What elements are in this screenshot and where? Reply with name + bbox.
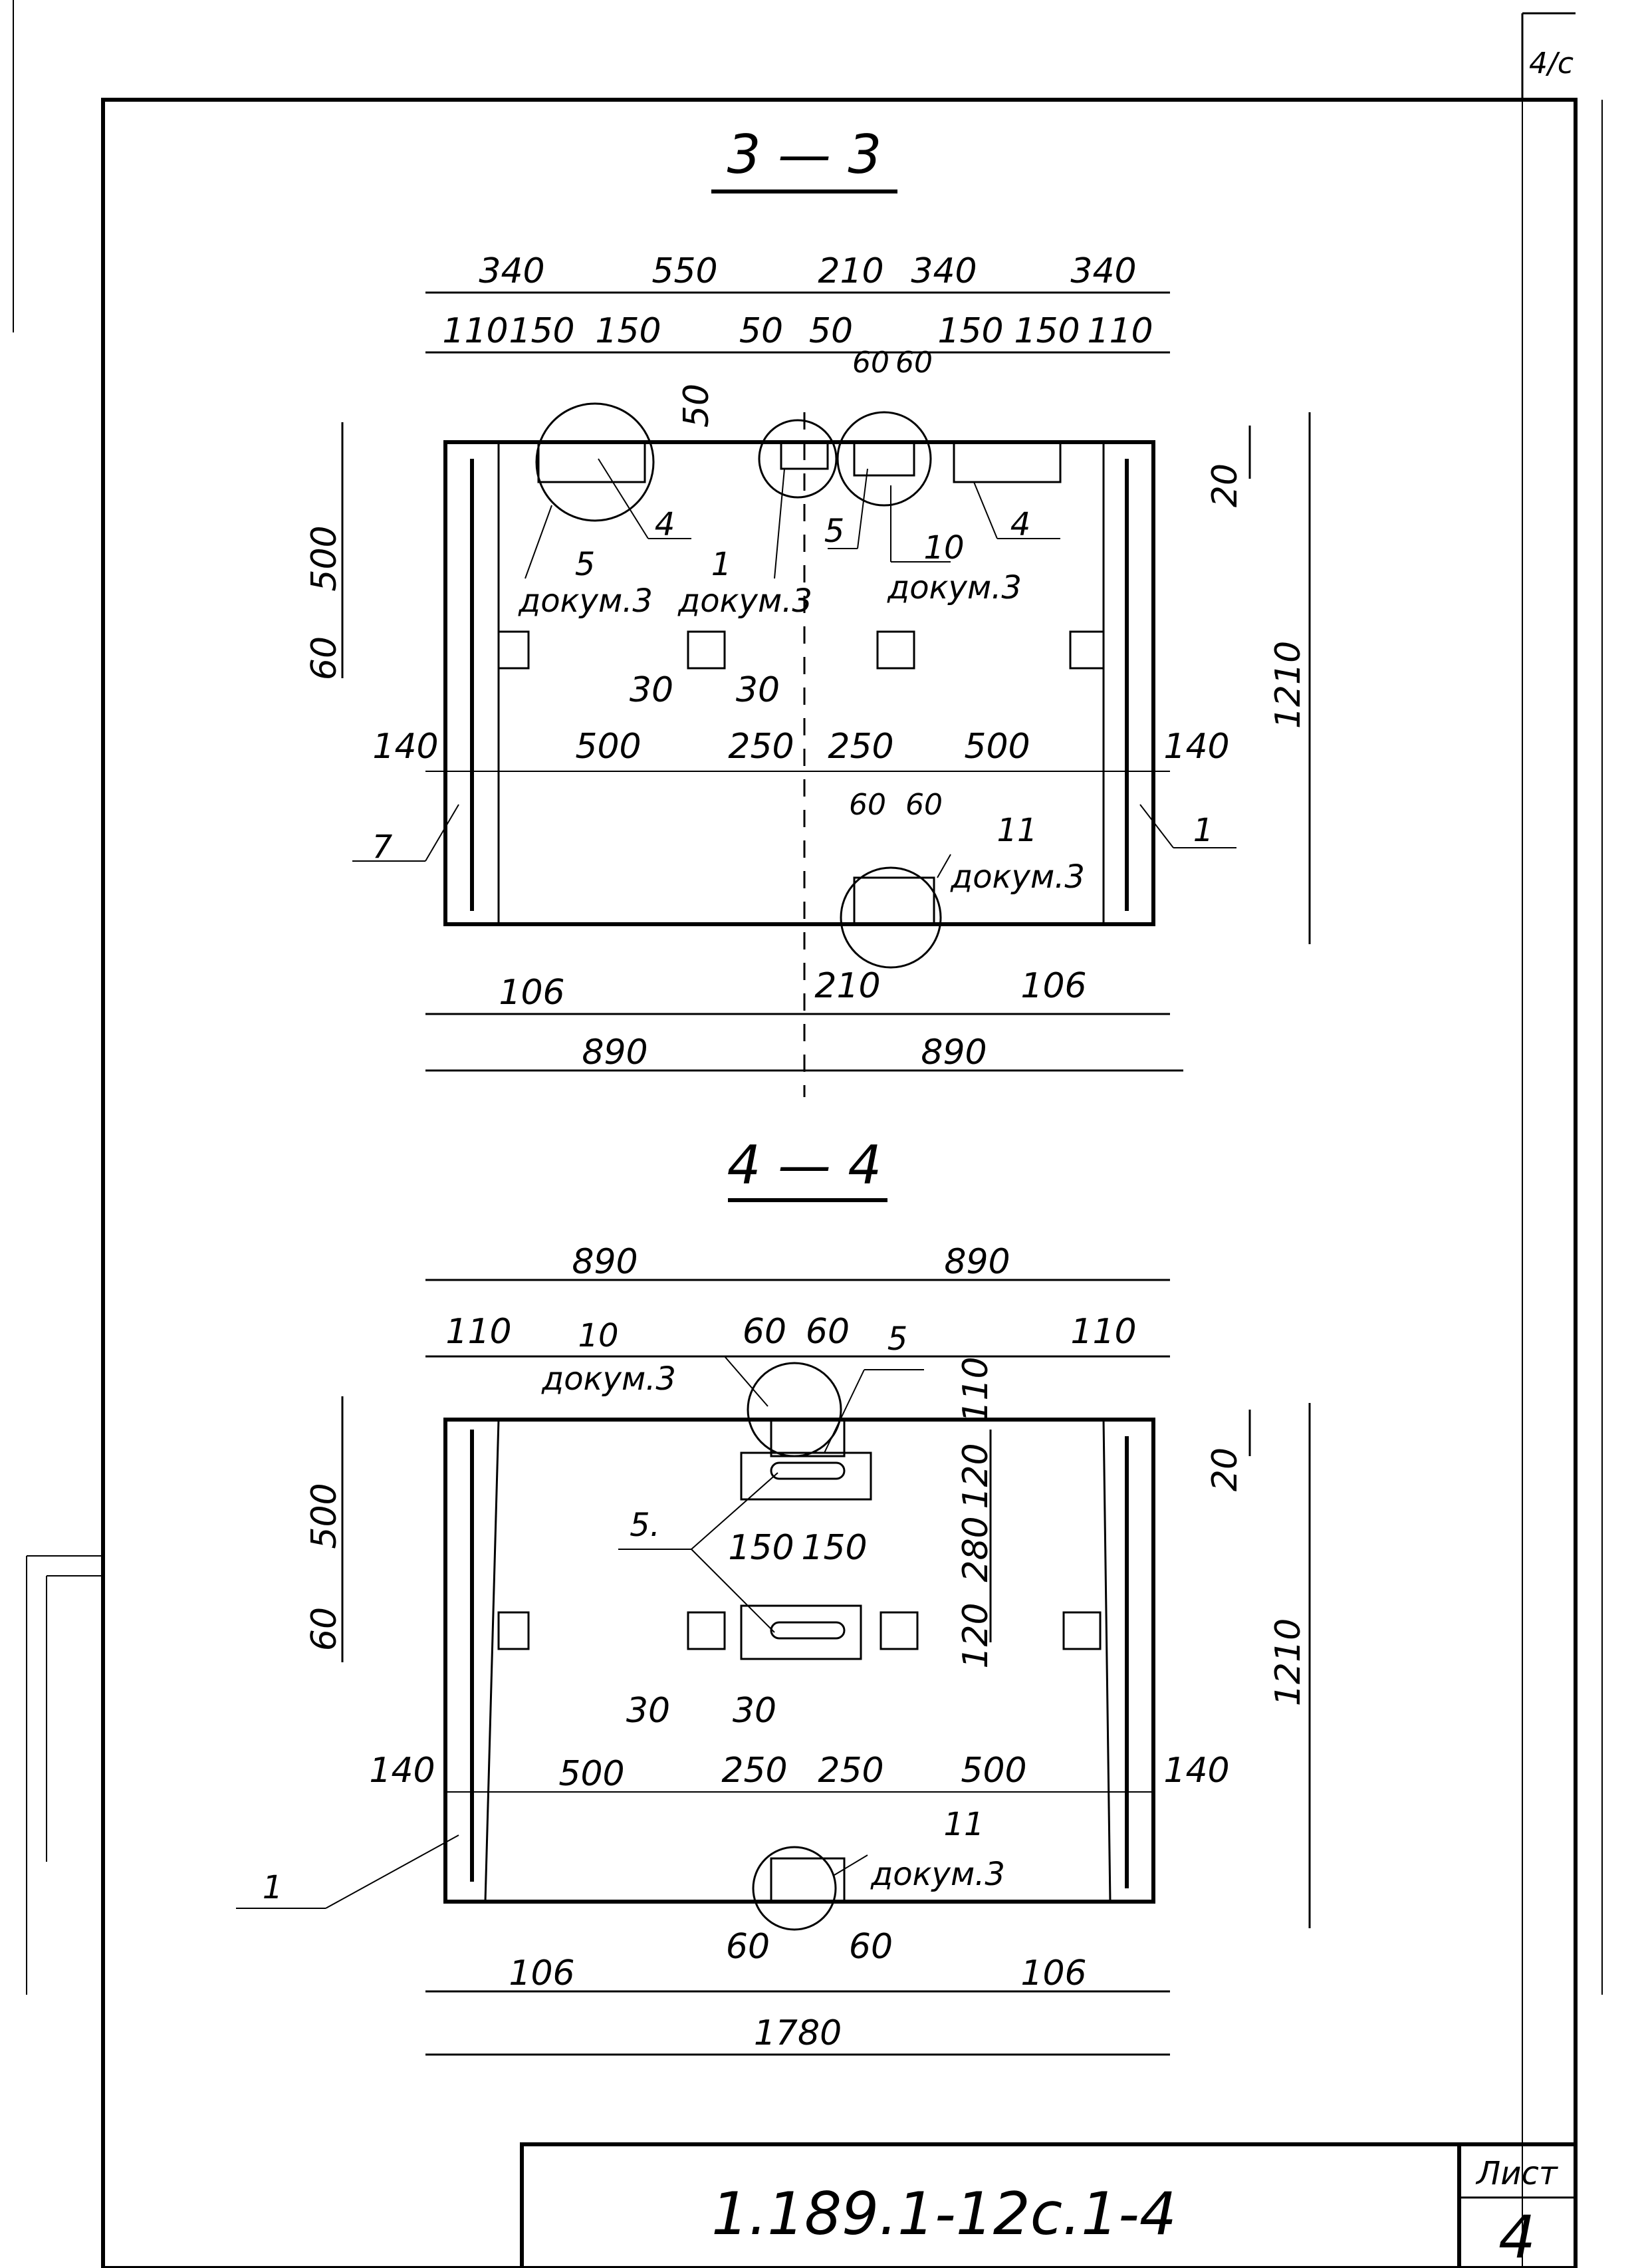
dim-3-r2-6: 60 [895,346,933,380]
designation: 1.189.1-12с.1-4 [711,2180,1177,2248]
dim-3-mid-5: 140 [1163,727,1229,767]
dim-3-mid-3: 250 [828,727,893,767]
dim-4-mid-1: 500 [558,1754,624,1794]
dim-3-binner-1: 60 [905,788,943,822]
dim-3-inner-2: 30 [736,670,780,710]
dim-4-r2-3: 110 [1070,1312,1136,1352]
dim-4-r1-1: 890 [944,1242,1010,1282]
dim-4-inner-0: 150 [728,1528,794,1568]
dim-4-b1-0: 106 [509,1953,574,1993]
callout-3-10: 10 [923,529,964,567]
dim-4-r2-1: 60 [743,1312,786,1352]
dim-3-r1-0: 340 [479,251,544,291]
section-4-title: 4 — 4 [727,1134,882,1196]
callout-4-5b: 5. [630,1507,660,1544]
callout-3-7: 7 [372,828,393,866]
dim-4-mid-4: 500 [961,1751,1026,1791]
callout-4-doc1: докум.3 [541,1360,676,1398]
dim-4-mid-0: 140 [369,1751,435,1791]
dim-3-r2-0: 110 [442,311,508,351]
callout-3-11: 11 [997,812,1037,849]
dim-4-inner-1: 150 [801,1528,867,1568]
dim-3-r2-8: 150 [1014,311,1080,351]
dim-3-left-0: 500 [304,525,344,591]
callout-4-11: 11 [943,1806,984,1843]
callout-3-doc3: докум.3 [887,569,1022,606]
dim-4-mid-3: 250 [818,1751,883,1791]
dim-3-r1-2: 210 [818,251,883,291]
dim-3-r2-9: 110 [1087,311,1153,351]
section-3-3: 3 — 3 340 5 [304,124,1311,1097]
callout-3-5b: 5 [824,513,845,550]
dim-3-r1-4: 340 [1070,251,1136,291]
dim-4-right-0: 110 [956,1356,996,1422]
dim-4-inner-3: 30 [733,1691,776,1731]
dim-3-right-1: 1210 [1268,641,1308,729]
dim-3-mid-4: 500 [964,727,1030,767]
dim-3-mid-0: 140 [372,727,438,767]
sheet-label: Лист [1475,2155,1559,2192]
dim-3-inner-1: 30 [630,670,673,710]
dim-3-r1-1: 550 [651,251,717,291]
dim-3-left-1: 60 [304,636,344,680]
dim-4-left-0: 500 [304,1483,344,1549]
dim-3-r2-7: 150 [937,311,1003,351]
dim-4-binner-0: 60 [726,1927,770,1967]
callout-3-5: 5 [575,546,596,583]
dim-4-binner-1: 60 [849,1927,893,1967]
callout-3-doc2: докум.3 [677,582,812,620]
callout-3-doc4: докум.3 [950,858,1085,896]
dim-4-right-3: 120 [956,1602,996,1668]
section-4-4: 4 — 4 890 890 110 [236,1134,1311,2056]
sheet-number: 4 [1498,2203,1536,2268]
title-block: 1.189.1-12с.1-4 Лист 4 [520,2142,1578,2268]
dim-3-r2-1: 150 [509,311,574,351]
dim-4-right-2: 280 [956,1516,996,1582]
dim-3-b2-1: 890 [921,1033,987,1072]
callout-4-doc2: докум.3 [870,1856,1005,1893]
callout-3-doc1: докум.3 [518,582,653,620]
dim-3-right-0: 20 [1205,463,1245,507]
dim-4-r1-0: 890 [572,1242,638,1282]
callout-4-5a: 5 [887,1321,908,1358]
callout-4-1: 1 [263,1869,283,1906]
dim-3-r1-3: 340 [911,251,977,291]
dim-4-r2-2: 60 [806,1312,850,1352]
callout-4-10: 10 [578,1317,618,1354]
callout-3-4b: 4 [1010,506,1031,543]
dim-3-b1-1: 210 [814,966,880,1006]
dim-3-r2-2: 150 [595,311,661,351]
dim-4-r2-0: 110 [445,1312,511,1352]
dim-4-inner-2: 30 [626,1691,670,1731]
dim-3-b2-0: 890 [582,1033,647,1072]
dim-3-r2-5: 60 [852,346,889,380]
callout-3-1b: 1 [1193,812,1214,849]
sheet-frame [13,0,1603,2268]
dim-3-r2-3: 50 [739,311,783,351]
dim-3-binner-0: 60 [849,788,886,822]
dim-4-right-4: 20 [1205,1448,1245,1491]
dim-3-b1-2: 106 [1020,966,1086,1006]
dim-4-mid-2: 250 [721,1751,787,1791]
dim-4-right-5: 1210 [1268,1618,1308,1706]
section-3-title: 3 — 3 [727,124,882,186]
dim-4-b1-1: 106 [1020,1953,1086,1993]
callout-3-1a: 1 [711,546,732,583]
dim-3-mid-1: 500 [575,727,641,767]
dim-4-left-1: 60 [304,1607,344,1651]
dim-3-b1-0: 106 [499,973,564,1013]
dim-4-right-1: 120 [956,1443,996,1509]
dim-3-mid-2: 250 [728,727,794,767]
dim-4-b2-0: 1780 [754,2013,842,2053]
dim-3-r2-4: 50 [809,311,853,351]
callout-3-4a: 4 [655,506,675,543]
dim-4-mid-5: 140 [1163,1751,1229,1791]
dim-3-inner-0: 50 [677,384,717,428]
corner-mark: 4/c [1529,47,1574,80]
